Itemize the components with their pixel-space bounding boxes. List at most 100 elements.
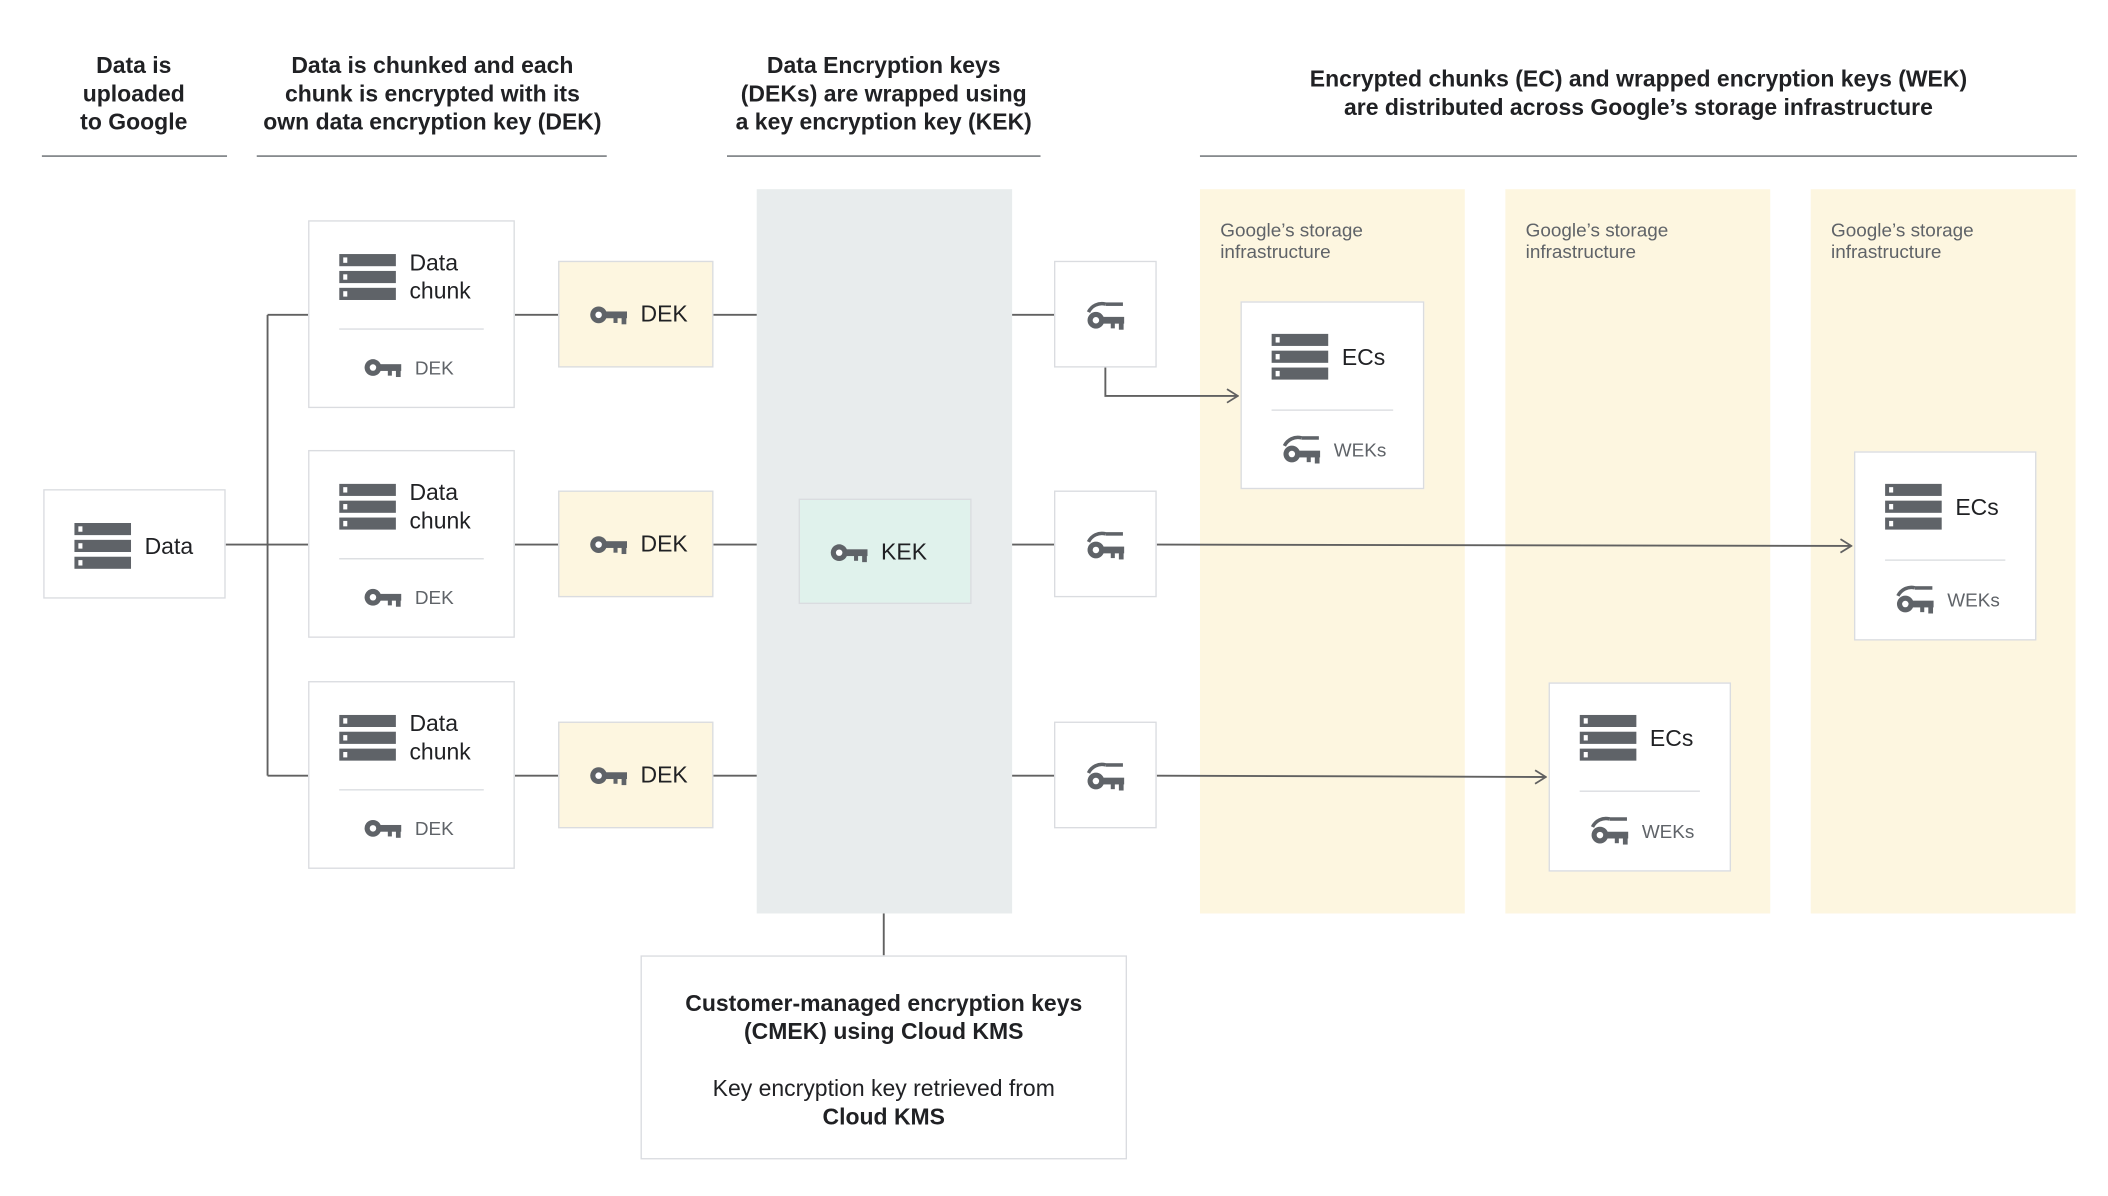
header-rule (41, 155, 228, 157)
header-rule (1199, 155, 2077, 157)
divider (339, 328, 484, 330)
key-icon (363, 357, 401, 379)
header-line: Data is chunked and each (291, 52, 574, 79)
chunk-label-line: Data (409, 479, 458, 506)
arrow-to-ec-3 (1156, 545, 1852, 546)
wrapped-key-icon (1086, 300, 1124, 332)
key-icon (589, 764, 627, 786)
cmek-box: Customer-managed encryption keys (CMEK) … (640, 955, 1127, 1160)
ec-label: ECs (1955, 493, 1999, 520)
wrapped-key-icon (1896, 584, 1934, 616)
header-line: own data encryption key (DEK) (263, 109, 602, 136)
cmek-body-bold: Cloud KMS (822, 1104, 946, 1130)
header-line: Data is (96, 52, 172, 79)
dek-label: DEK (640, 531, 688, 557)
storage-title-line: infrastructure (1831, 240, 1942, 263)
divider (1271, 409, 1394, 411)
wrapped-key-box (1054, 260, 1157, 368)
cmek-title-line: (CMEK) using Cloud KMS (744, 1018, 1024, 1045)
chunk-label-line: chunk (409, 739, 471, 765)
header-line: a key encryption key (KEK) (735, 109, 1032, 136)
storage-title-line: infrastructure (1525, 240, 1637, 263)
chunk-label-line: chunk (409, 278, 471, 305)
storage-title-line: Google’s storage (1525, 218, 1669, 241)
cmek-title-line: Customer-managed encryption keys (685, 990, 1083, 1017)
dek-box: DEK (558, 490, 714, 598)
server-icon (1580, 715, 1637, 761)
dek-label: DEK (640, 762, 688, 788)
wrapped-key-box (1054, 721, 1157, 829)
dek-label: DEK (414, 586, 454, 609)
server-icon (1272, 334, 1329, 380)
ec-box: ECs WEKs (1853, 451, 2037, 641)
dek-box: DEK (558, 721, 714, 829)
divider (339, 558, 484, 560)
wrapped-key-icon (1590, 815, 1628, 847)
data-box: Data (43, 489, 226, 599)
server-icon (74, 523, 131, 569)
data-label: Data (144, 533, 194, 559)
key-icon (363, 818, 401, 840)
key-icon (830, 541, 868, 563)
header-line: (DEKs) are wrapped using (740, 81, 1027, 107)
ec-box: ECs WEKs (1548, 682, 1732, 872)
server-icon (339, 254, 396, 300)
chunk-label-line: chunk (409, 508, 471, 534)
cmek-body: Key encryption key retrieved from (712, 1075, 1055, 1102)
header-line: are distributed across Google’s storage … (1343, 94, 1933, 121)
header-line: Encrypted chunks (EC) and wrapped encryp… (1309, 66, 1968, 92)
header-line: uploaded (82, 81, 185, 107)
dek-label: DEK (414, 817, 454, 840)
storage-title-line: Google’s storage (1831, 218, 1974, 241)
arrow-to-ec-2 (1156, 776, 1546, 777)
wrapped-key-icon (1282, 434, 1320, 466)
wek-label: WEKs (1947, 589, 2000, 611)
header-rule (726, 155, 1041, 157)
server-icon (339, 715, 396, 761)
storage-title-line: Google’s storage (1220, 218, 1363, 241)
divider (1579, 790, 1700, 792)
chunk-label-line: Data (409, 710, 458, 737)
header-chunk: Data is chunked and each chunk is encryp… (243, 51, 621, 136)
storage-title-line: infrastructure (1220, 240, 1331, 263)
key-icon (363, 586, 401, 608)
header-line: to Google (80, 109, 188, 136)
server-icon (1885, 484, 1942, 530)
ec-box: ECs WEKs (1240, 301, 1425, 490)
kek-box: KEK (798, 498, 972, 605)
wrapped-key-icon (1086, 761, 1124, 793)
header-distribute: Encrypted chunks (EC) and wrapped encryp… (1200, 65, 2077, 122)
header-line: Data Encryption keys (766, 52, 1001, 79)
kek-label: KEK (881, 539, 928, 565)
header-line: chunk is encrypted with its (284, 81, 580, 107)
wek-label: WEKs (1641, 820, 1695, 842)
wrapped-key-icon (1086, 530, 1124, 562)
header-wrap: Data Encryption keys (DEKs) are wrapped … (708, 51, 1059, 136)
chunk-label-line: Data (409, 249, 458, 276)
header-upload: Data is uploaded to Google (27, 51, 241, 136)
dek-label: DEK (414, 356, 454, 379)
arrow-to-ec-1 (1104, 367, 1237, 396)
dek-box: DEK (558, 260, 714, 368)
dek-label: DEK (640, 301, 688, 328)
wek-label: WEKs (1333, 439, 1387, 461)
header-rule (256, 155, 607, 157)
ec-label: ECs (1649, 724, 1694, 751)
server-icon (339, 484, 396, 530)
key-icon (589, 533, 627, 555)
divider (339, 789, 484, 791)
key-icon (589, 303, 627, 325)
divider (1885, 559, 2006, 561)
wrapped-key-box (1054, 490, 1157, 598)
ec-label: ECs (1341, 343, 1386, 370)
